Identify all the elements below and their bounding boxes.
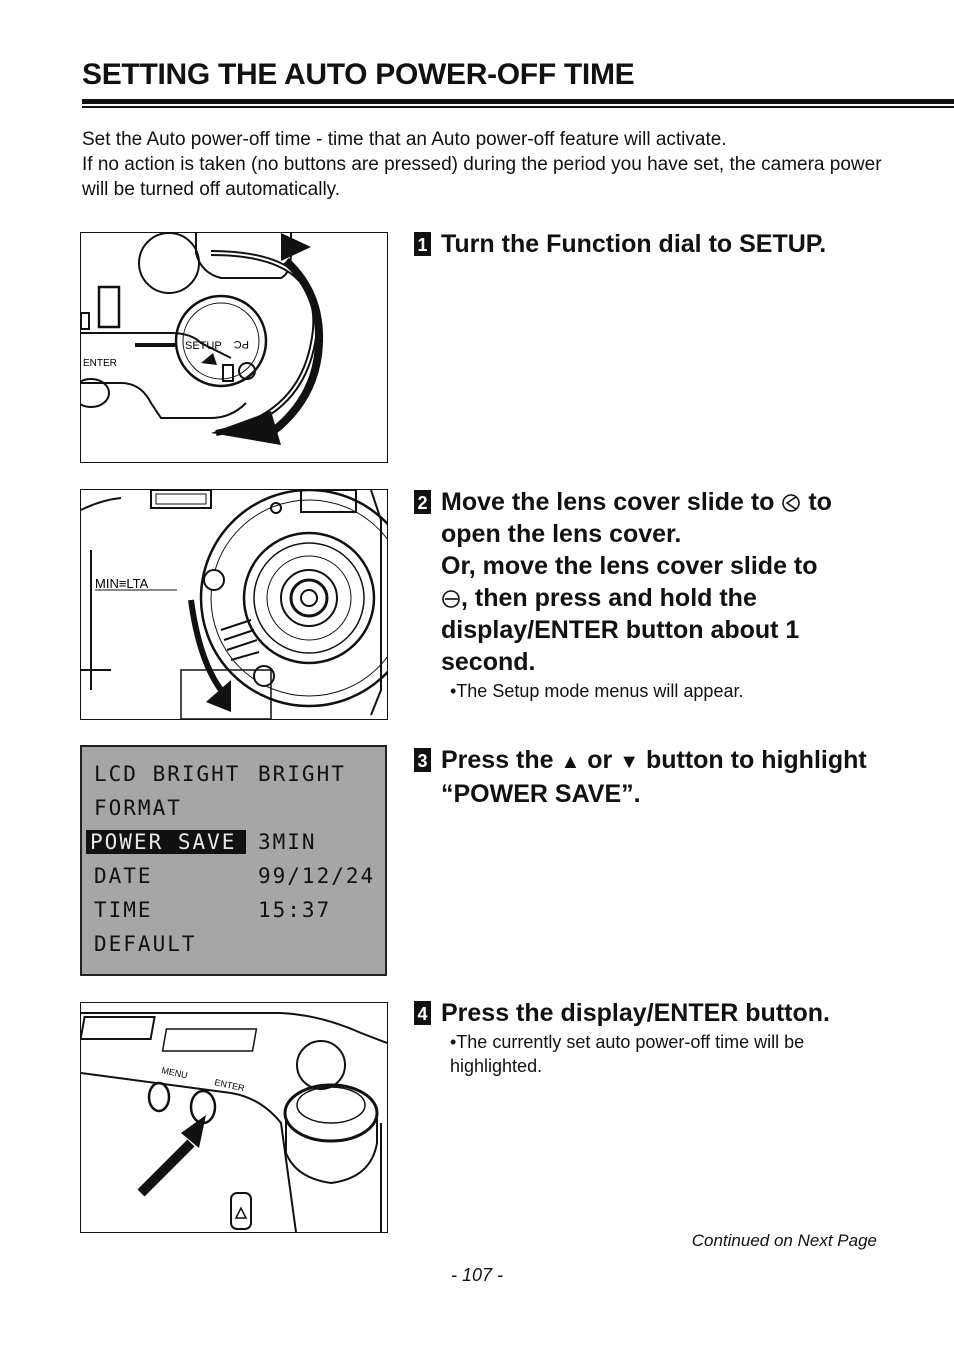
step-2-text-a: Move the lens cover slide to [441,488,775,516]
lcd-row-lcd-bright-value: BRIGHT [258,762,346,786]
intro-text: Set the Auto power-off time - time that … [82,127,902,202]
lcd-row-lcd-bright-label: LCD BRIGHT [94,762,241,786]
lcd-row-power-save-value: 3MIN [258,830,317,854]
lcd-row-power-save-label: POWER SAVE [86,827,247,857]
step-2-instruction: Move the lens cover slide to to open the… [441,486,894,678]
page-number: - 107 - [450,1265,504,1285]
step-3-text-a: Press the [441,746,554,774]
step-2-text-b: to open the lens cover. [441,488,832,548]
step-2-text-d: , then press and hold the display/ENTER … [441,584,800,676]
lcd-row-date-label: DATE [94,864,153,888]
dial-label-pc: PC [234,338,249,350]
title-rule [82,99,954,104]
figure-function-dial: SETUP PC ENTER [80,232,388,463]
dial-label-setup: SETUP [185,340,222,352]
step-2-note: •The Setup mode menus will appear. [450,681,744,701]
step-4: 4 Press the display/ENTER button. •The c… [414,997,894,1078]
enter-button-illustration: MENU ENTER [81,1012,387,1232]
lens-open-icon [782,494,801,512]
lcd-setup-menu: LCD BRIGHT BRIGHT FORMAT POWER SAVE 3MIN… [80,745,387,976]
lcd-row-time-label: TIME [94,898,153,922]
step-1: 1 Turn the Function dial to SETUP. [414,228,894,260]
step-number: 2 [414,490,431,514]
step-number: 1 [414,232,431,256]
step-3-text-c: button to highlight “POWER SAVE”. [441,746,867,808]
lcd-row-date-value: 99/12/24 [258,864,376,888]
title-rule-thin [82,106,954,108]
step-3-instruction: Press the ▲ or ▼ button to highlight “PO… [441,744,894,810]
step-2: 2 Move the lens cover slide to to open t… [414,486,894,703]
function-dial-illustration: SETUP PC ENTER [81,233,324,445]
lcd-highlight: POWER SAVE [86,830,247,854]
step-3: 3 Press the ▲ or ▼ button to highlight “… [414,744,894,810]
lcd-row-default-label: DEFAULT [94,932,197,956]
step-number: 3 [414,748,431,772]
intro-line-1: Set the Auto power-off time - time that … [82,129,727,150]
figure-enter-button: MENU ENTER [80,1002,388,1233]
continued-note: Continued on Next Page [691,1231,877,1250]
page-title: SETTING THE AUTO POWER-OFF TIME [82,58,635,91]
menu-label: MENU [161,1065,189,1080]
step-1-instruction: Turn the Function dial to SETUP. [441,230,827,258]
brand-label: MIN≡LTA [95,576,149,591]
down-arrow-icon: ▼ [619,751,640,773]
intro-line-2: If no action is taken (no buttons are pr… [82,154,882,200]
step-number: 4 [414,1001,431,1025]
up-arrow-icon: ▲ [560,751,581,773]
lcd-row-time-value: 15:37 [258,898,332,922]
step-4-note: •The currently set auto power-off time w… [450,1032,805,1076]
step-2-text-c: Or, move the lens cover slide to [441,552,818,580]
enter-label: ENTER [83,358,117,369]
figure-lens-cover: MIN≡LTA [80,489,388,720]
step-4-instruction: Press the display/ENTER button. [441,999,830,1027]
lens-cover-illustration: MIN≡LTA [81,490,387,719]
lens-display-icon [442,590,460,608]
step-3-text-b: or [587,746,613,774]
lcd-row-format-label: FORMAT [94,796,182,820]
